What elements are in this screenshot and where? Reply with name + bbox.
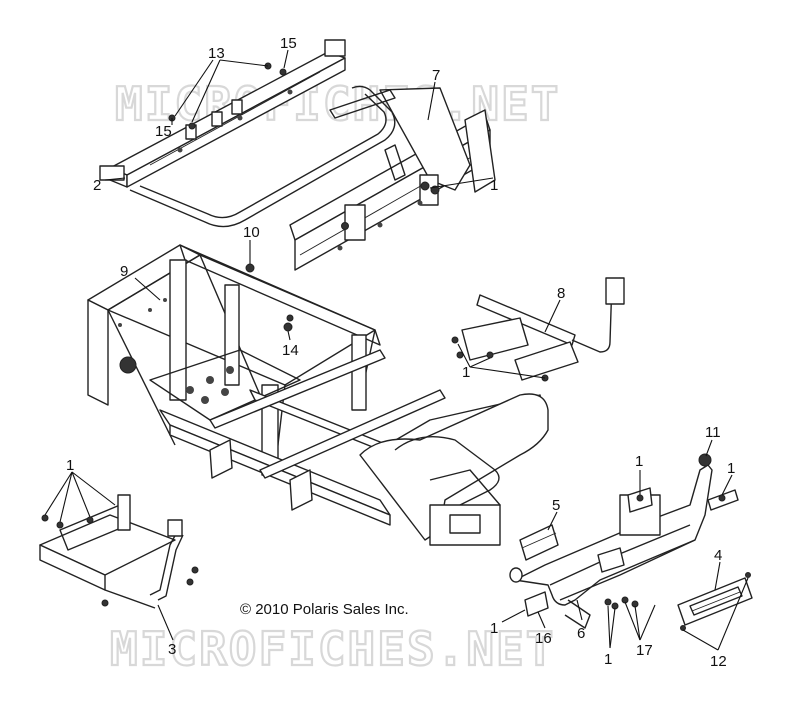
callout-8: 8 bbox=[557, 285, 565, 302]
callout-4: 4 bbox=[714, 547, 722, 564]
callout-1-bottom: 1 bbox=[604, 651, 612, 668]
callout-7: 7 bbox=[432, 67, 440, 84]
left-step-assembly bbox=[39, 494, 199, 609]
callout-1-bottom-left: 1 bbox=[490, 620, 498, 637]
callout-labels: 13 15 15 2 7 1 10 9 14 8 1 1 3 5 1 11 1 … bbox=[66, 35, 735, 670]
watermark-bottom: MICROFICHES.NET bbox=[110, 622, 555, 676]
callout-1-left: 1 bbox=[66, 457, 74, 474]
rear-cross-member bbox=[289, 87, 496, 271]
callout-15-top: 15 bbox=[280, 35, 297, 52]
callout-1-top-right: 1 bbox=[490, 177, 498, 194]
bumper-bracket bbox=[519, 524, 559, 561]
callout-13: 13 bbox=[208, 45, 225, 62]
callout-11: 11 bbox=[705, 424, 721, 441]
callout-16: 16 bbox=[535, 630, 552, 647]
callout-1-mid: 1 bbox=[462, 364, 470, 381]
callout-15-left: 15 bbox=[155, 123, 172, 140]
callout-5: 5 bbox=[552, 497, 560, 514]
callout-6: 6 bbox=[577, 625, 585, 642]
callout-17: 17 bbox=[636, 642, 653, 659]
main-frame bbox=[87, 244, 549, 546]
callout-10: 10 bbox=[243, 224, 260, 241]
callout-1-right: 1 bbox=[727, 460, 735, 477]
callout-14: 14 bbox=[282, 342, 299, 359]
small-brackets bbox=[524, 487, 739, 617]
callout-2: 2 bbox=[93, 177, 101, 194]
callout-12: 12 bbox=[710, 653, 727, 670]
callout-1-bumper: 1 bbox=[635, 453, 643, 470]
side-rail-bracket bbox=[451, 277, 625, 382]
leader-lines bbox=[44, 49, 749, 651]
callout-9: 9 bbox=[120, 263, 128, 280]
watermark-top: MICROFICHES.NET bbox=[115, 77, 560, 131]
grille-plate bbox=[677, 572, 753, 631]
copyright-notice: © 2010 Polaris Sales Inc. bbox=[240, 601, 409, 618]
fasteners bbox=[168, 62, 294, 332]
callout-3: 3 bbox=[168, 641, 176, 658]
rear-rack-frame bbox=[99, 39, 396, 228]
